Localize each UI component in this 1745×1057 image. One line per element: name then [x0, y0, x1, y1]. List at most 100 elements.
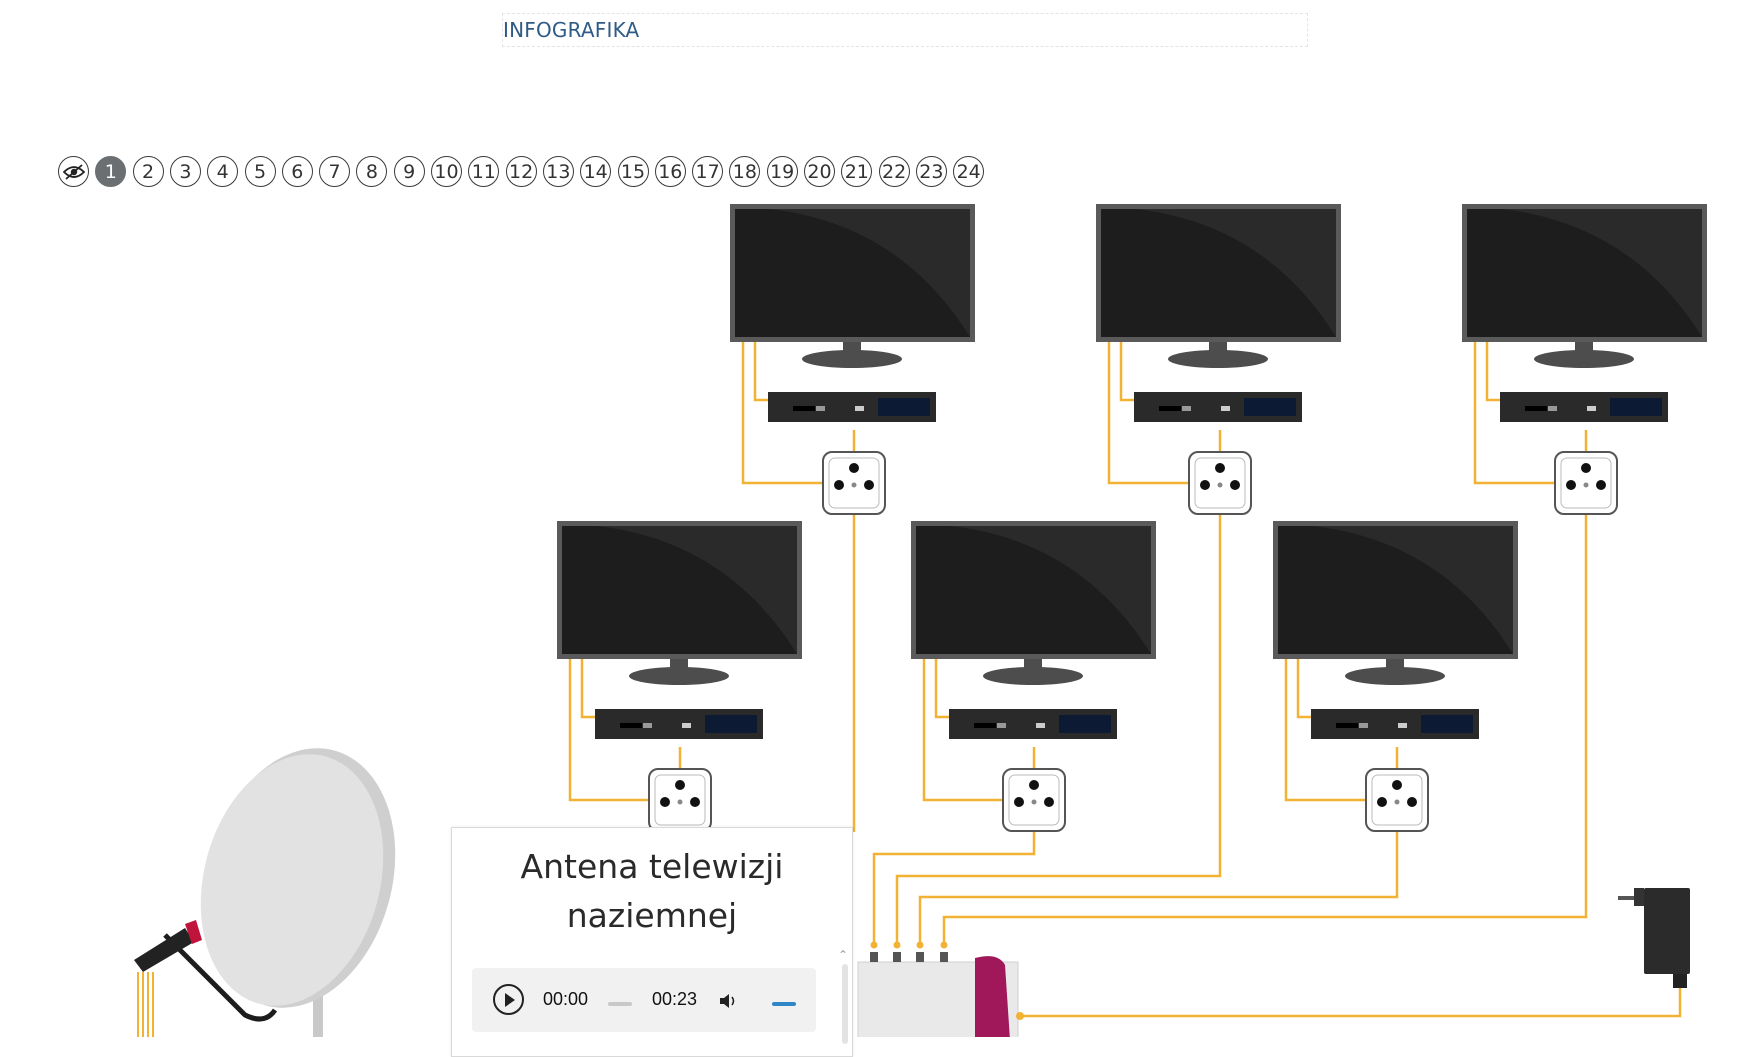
page-button-22[interactable]: 22 [878, 156, 910, 187]
page-button-7[interactable]: 7 [319, 156, 351, 187]
page-button-16[interactable]: 16 [654, 156, 686, 187]
popup-title: Antena telewizji naziemnej [452, 842, 852, 940]
socket-hole [849, 463, 859, 473]
adapter-plug [1634, 888, 1644, 906]
page-button-23[interactable]: 23 [915, 156, 947, 187]
receiver-3 [1500, 392, 1668, 422]
cable-feed-4 [918, 831, 1399, 946]
header-box: INFOGRAFIKA [502, 13, 1308, 47]
socket-hole [1215, 463, 1225, 473]
cable-tv-receiver-6 [1296, 659, 1325, 719]
dish-reflector [200, 754, 384, 1006]
adapter-cable-end [1673, 974, 1687, 988]
wall-socket-3 [1554, 451, 1618, 515]
receiver-slot [1336, 723, 1358, 728]
wall-socket-6 [1365, 768, 1429, 832]
tv-2 [1096, 204, 1341, 368]
socket-hole [690, 797, 700, 807]
receiver-button [1587, 406, 1596, 411]
receiver-4 [595, 709, 763, 739]
lnb-head [185, 920, 202, 944]
seek-bar[interactable] [608, 1002, 632, 1006]
multiswitch-connector-3 [916, 941, 924, 949]
scroll-up-icon[interactable]: ⌃ [838, 948, 849, 962]
socket-hole [675, 780, 685, 790]
eye-off-icon [62, 163, 85, 180]
receiver-led [1548, 406, 1557, 411]
socket-dot [677, 799, 683, 805]
receiver-button [1221, 406, 1230, 411]
socket-hole [1014, 797, 1024, 807]
tv-5 [911, 521, 1156, 685]
socket-hole [1044, 797, 1054, 807]
volume-slider[interactable] [772, 1002, 796, 1006]
page-button-2[interactable]: 2 [132, 156, 164, 187]
page-button-12[interactable]: 12 [505, 156, 537, 187]
cable-tv-socket-6 [1284, 659, 1366, 802]
page-button-19[interactable]: 19 [766, 156, 798, 187]
receiver-display [878, 398, 930, 416]
power-adapter [1618, 888, 1690, 988]
page-button-14[interactable]: 14 [580, 156, 612, 187]
scrollbar-thumb[interactable] [842, 964, 848, 1044]
page-button-4[interactable]: 4 [207, 156, 239, 187]
socket-hole [834, 480, 844, 490]
page-button-24[interactable]: 24 [953, 156, 985, 187]
receiver-led [816, 406, 825, 411]
receiver-2 [1134, 392, 1302, 422]
dish-mast [313, 985, 323, 1037]
toggle-visibility-button[interactable] [58, 156, 89, 187]
page-button-3[interactable]: 3 [169, 156, 201, 187]
page-button-8[interactable]: 8 [356, 156, 388, 187]
page-button-13[interactable]: 13 [542, 156, 574, 187]
socket-hole [1029, 780, 1039, 790]
cable-tv-socket-5 [922, 659, 1003, 802]
socket-hole [1230, 480, 1240, 490]
page-button-10[interactable]: 10 [431, 156, 462, 187]
page-button-15[interactable]: 15 [617, 156, 649, 187]
socket-hole [1566, 480, 1576, 490]
info-popup: Antena telewizji naziemnej 00:00 00:23 [451, 827, 853, 1057]
receiver-5 [949, 709, 1117, 739]
cable-tv-receiver-4 [580, 659, 609, 719]
receiver-display [1610, 398, 1662, 416]
wall-socket-2 [1188, 451, 1252, 515]
page-button-5[interactable]: 5 [244, 156, 276, 187]
page-button-21[interactable]: 21 [841, 156, 873, 187]
volume-icon[interactable] [718, 992, 738, 1010]
socket-hole [1377, 797, 1387, 807]
page-button-11[interactable]: 11 [468, 156, 500, 187]
page-button-1[interactable]: 1 [95, 156, 127, 187]
page-button-20[interactable]: 20 [804, 156, 835, 187]
socket-hole [1407, 797, 1417, 807]
socket-dot [851, 482, 857, 488]
play-button[interactable] [493, 984, 524, 1015]
receiver-led [1182, 406, 1191, 411]
wall-socket-4 [648, 768, 712, 832]
multiswitch-connector-1 [870, 941, 878, 949]
socket-hole [1581, 463, 1591, 473]
page-button-17[interactable]: 17 [692, 156, 724, 187]
cable-power [1020, 985, 1682, 1018]
tv-stand [1534, 350, 1634, 368]
multiswitch-port-1 [870, 952, 878, 962]
tv-stand [1345, 667, 1445, 685]
tv-glare [770, 209, 970, 337]
cable-tv-socket-3 [1473, 342, 1555, 485]
tv-glare [1136, 209, 1336, 337]
receiver-slot [974, 723, 996, 728]
cable-tv-receiver-3 [1485, 342, 1514, 402]
tv-neck [1575, 342, 1593, 352]
multiswitch-connector-2 [893, 941, 901, 949]
page-button-18[interactable]: 18 [729, 156, 761, 187]
current-time: 00:00 [543, 989, 589, 1009]
page-button-6[interactable]: 6 [281, 156, 313, 187]
socket-dot [1583, 482, 1589, 488]
socket-dot [1394, 799, 1400, 805]
socket-hole [864, 480, 874, 490]
tv-3 [1462, 204, 1707, 368]
receiver-button [855, 406, 864, 411]
page-button-9[interactable]: 9 [393, 156, 425, 187]
adapter-prong [1618, 896, 1634, 900]
